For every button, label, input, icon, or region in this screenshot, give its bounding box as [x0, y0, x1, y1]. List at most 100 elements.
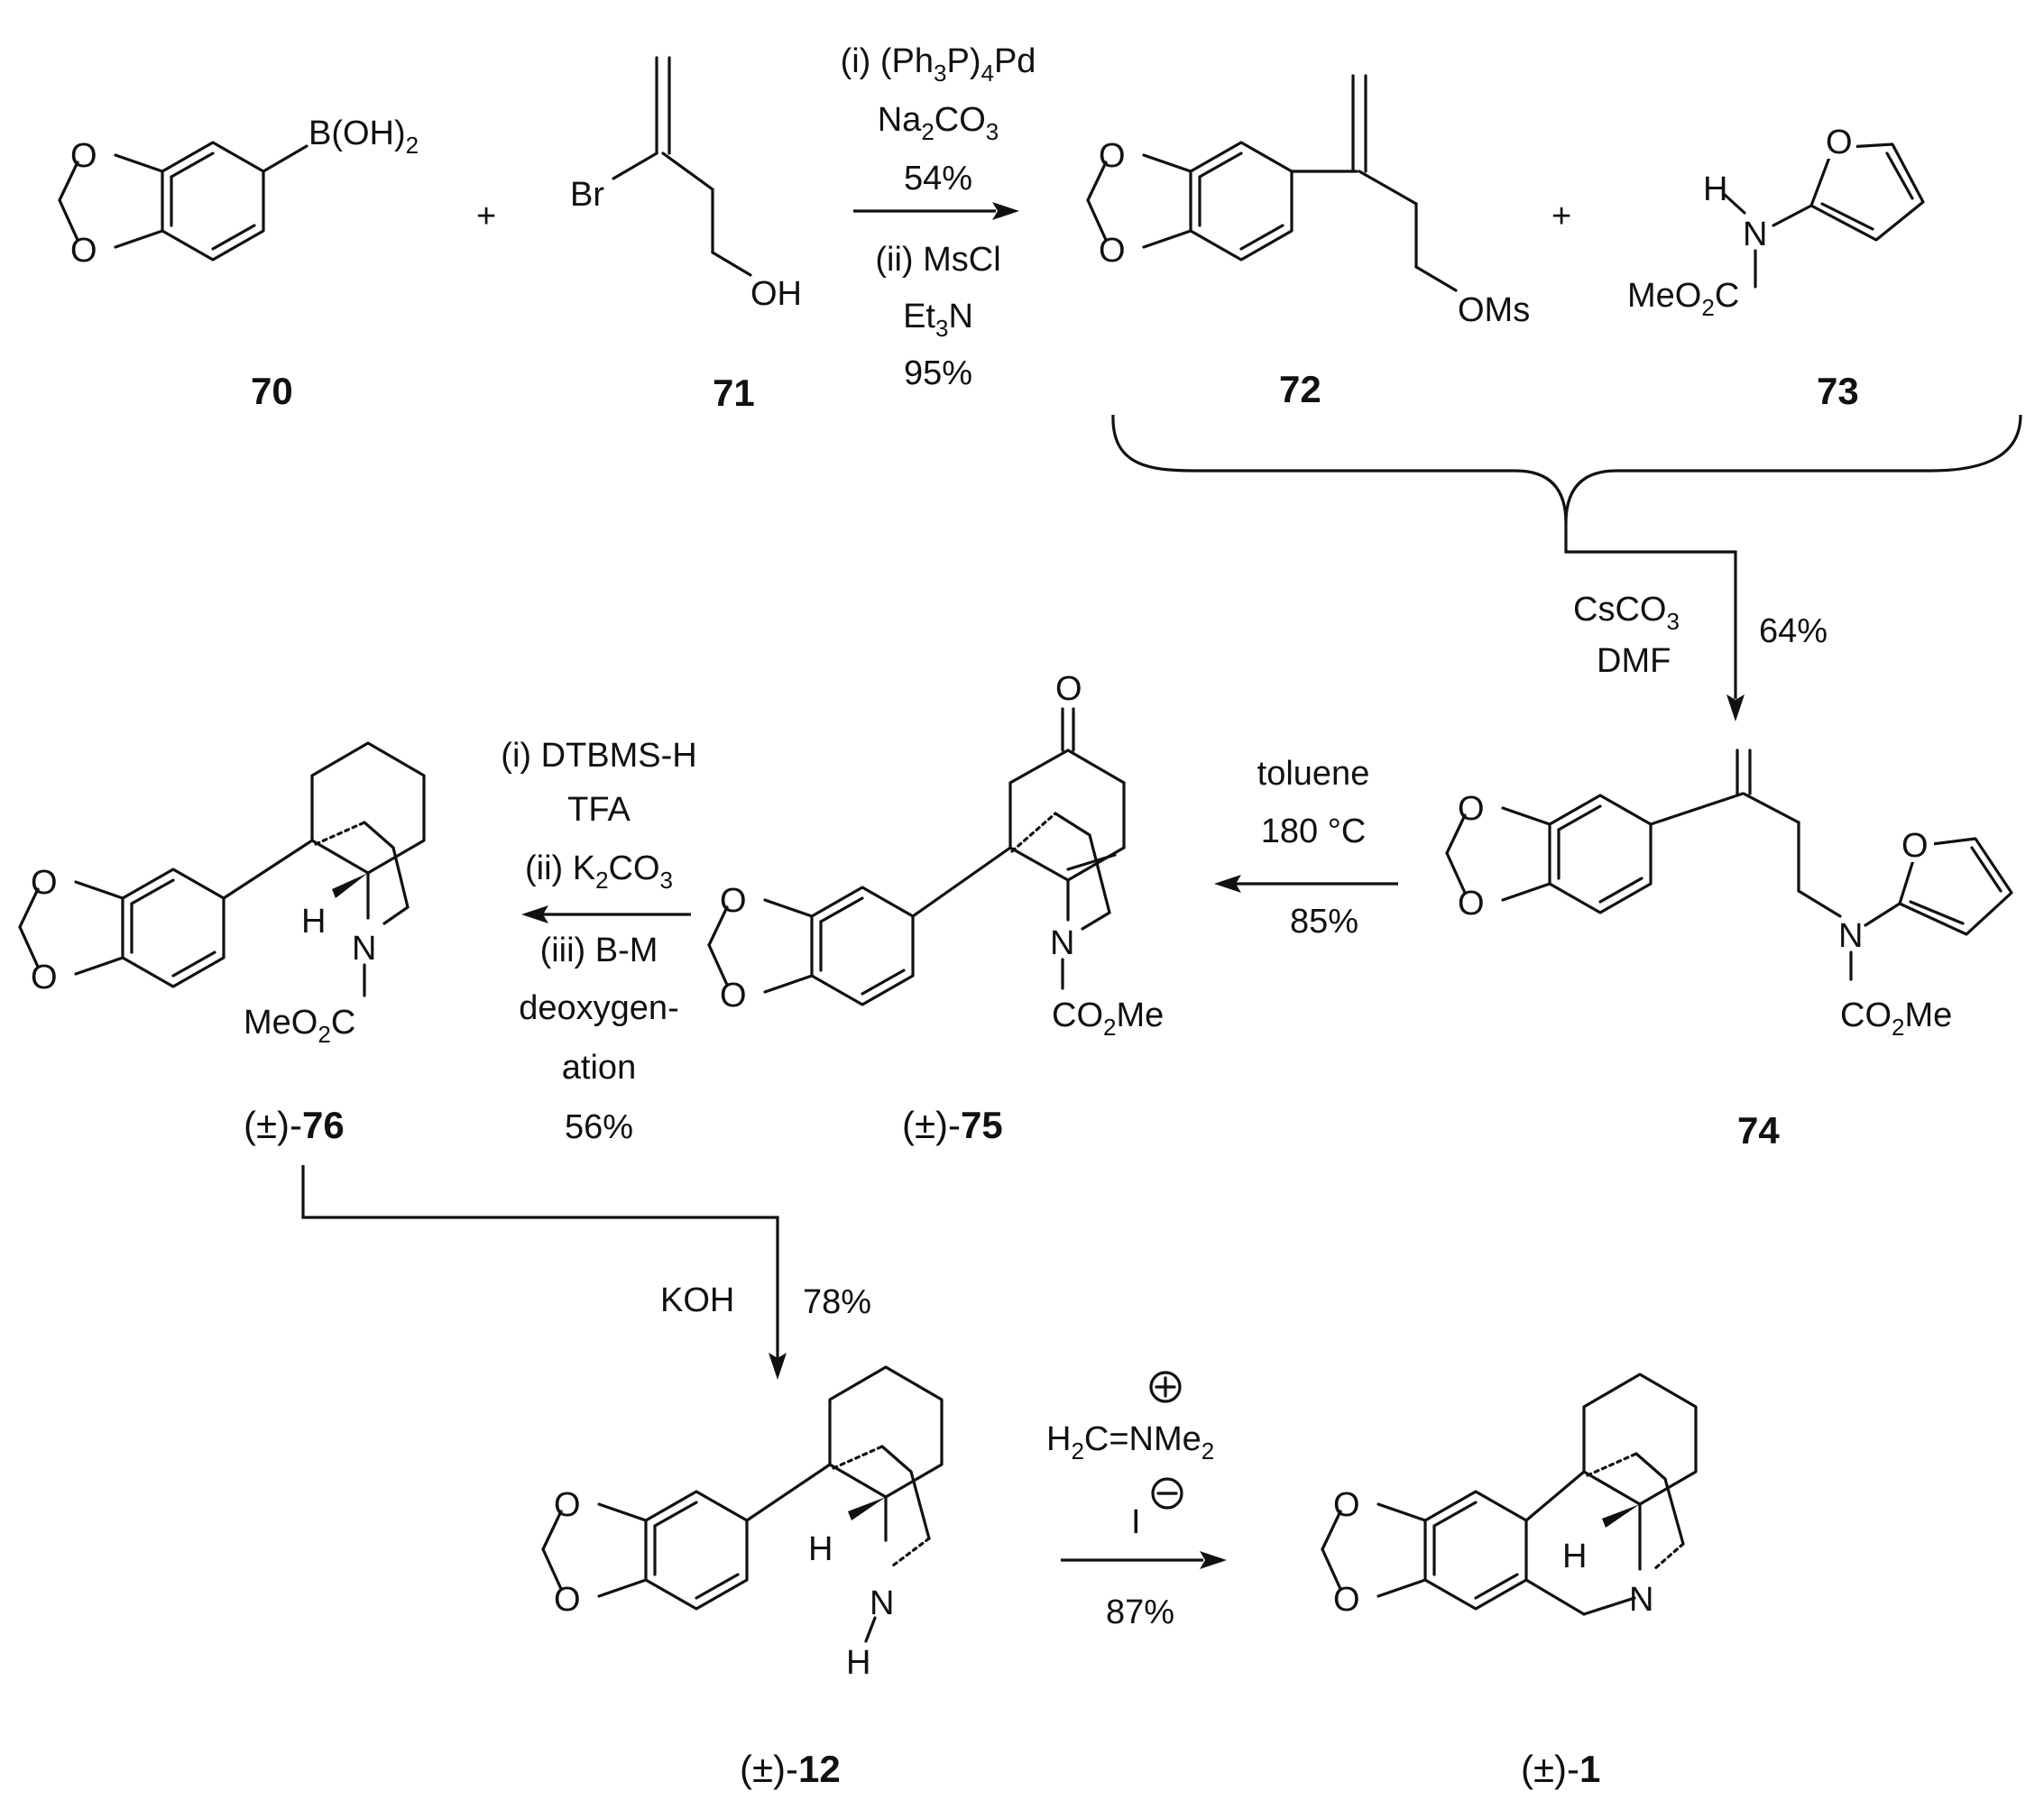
step-2-conditions: CsCO3 DMF 64% — [1573, 591, 1828, 680]
compound-12-structure: O O H N H — [541, 1365, 944, 1682]
compound-72-structure: O O OMs — [1086, 74, 1530, 329]
step-6-yield: 87% — [1106, 1593, 1174, 1631]
iodide-label: I — [1131, 1503, 1141, 1541]
arrowhead — [769, 1353, 787, 1380]
atom-o: O — [70, 232, 97, 270]
arrowhead — [1214, 875, 1241, 893]
svg-text:64%: 64% — [1759, 612, 1828, 650]
svg-text:(i) (Ph3P)4Pd: (i) (Ph3P)4Pd — [841, 42, 1036, 87]
racemic-prefix: (±)- — [902, 1104, 961, 1146]
svg-text:180 °C: 180 °C — [1261, 813, 1367, 850]
atom-o: O — [1055, 670, 1082, 708]
svg-text:MeO2C: MeO2C — [1627, 277, 1739, 321]
svg-text:CsCO3: CsCO3 — [1573, 591, 1680, 635]
plus-sign: + — [476, 197, 496, 235]
step-1-conditions: (i) (Ph3P)4Pd Na2CO3 54% (ii) MsCl Et3N … — [841, 42, 1036, 392]
racemic-prefix: (±)- — [740, 1748, 798, 1790]
svg-text:Na2CO3: Na2CO3 — [878, 101, 999, 145]
atom-o: O — [1901, 827, 1929, 865]
arrowhead — [992, 202, 1019, 220]
svg-text:54%: 54% — [904, 160, 972, 197]
atom-h: H — [1703, 170, 1727, 208]
atom-o: O — [554, 1486, 581, 1524]
atom-o: O — [1458, 885, 1485, 923]
atom-oh: OH — [750, 275, 802, 313]
svg-text:B(OH)2: B(OH)2 — [308, 115, 419, 159]
compound-label-75: 75 — [961, 1104, 1003, 1146]
svg-text:TFA: TFA — [567, 791, 631, 829]
compound-label-1: 1 — [1579, 1748, 1600, 1790]
compound-73-structure: H N MeO2C O — [1627, 123, 1925, 321]
svg-text:(±)-76: (±)-76 — [244, 1104, 345, 1146]
compound-76-structure: O O H N MeO2C — [18, 741, 426, 1048]
plus-sign: + — [1551, 197, 1571, 235]
atom-o: O — [1333, 1581, 1360, 1619]
atom-n: N — [352, 930, 376, 968]
atom-n: N — [1050, 924, 1074, 962]
atom-o: O — [1099, 137, 1126, 175]
atom-h: H — [1562, 1538, 1587, 1575]
compound-label-72: 72 — [1279, 368, 1321, 410]
arrowhead — [521, 905, 548, 923]
arrow-step-5 — [301, 1165, 779, 1358]
atom-o: O — [554, 1581, 581, 1619]
svg-text:(ii) K2CO3: (ii) K2CO3 — [525, 849, 673, 894]
compound-label-71: 71 — [713, 372, 755, 414]
atom-o: O — [1099, 232, 1126, 270]
compound-70-structure: O O B(OH)2 — [58, 115, 419, 270]
atom-br: Br — [570, 176, 604, 214]
compound-71-structure: Br OH — [570, 56, 802, 313]
arrow-step-2 — [1564, 523, 1737, 699]
compound-label-70: 70 — [251, 370, 293, 412]
svg-text:56%: 56% — [565, 1108, 633, 1146]
arrowhead — [1726, 694, 1745, 721]
svg-text:(iii) B-M: (iii) B-M — [540, 932, 658, 969]
step-6-conditions: H2C=NMe2 I 87% — [1046, 1371, 1214, 1631]
atom-n: N — [870, 1584, 894, 1622]
svg-text:MeO2C: MeO2C — [244, 1004, 355, 1048]
compound-label-12: 12 — [798, 1748, 841, 1790]
step-5-reagent: KOH — [660, 1281, 734, 1319]
brace — [1111, 414, 2022, 524]
compound-74-structure: N CO2Me O O O — [1445, 748, 2013, 1041]
atom-o: O — [31, 959, 58, 996]
svg-text:(±)-1: (±)-1 — [1521, 1748, 1600, 1790]
atom-o: O — [720, 977, 747, 1015]
compound-1-structure: O O H N — [1321, 1373, 1698, 1619]
step-5-yield: 78% — [803, 1283, 871, 1321]
wedge-bond — [332, 873, 368, 898]
atom-h: H — [846, 1644, 870, 1682]
svg-text:(±)-75: (±)-75 — [902, 1104, 1003, 1146]
atom-oms: OMs — [1458, 291, 1530, 329]
atom-h: H — [301, 903, 326, 941]
atom-h: H — [808, 1530, 833, 1568]
svg-text:(i) DTBMS-H: (i) DTBMS-H — [501, 737, 696, 775]
atom-o: O — [720, 882, 747, 920]
atom-o: O — [70, 137, 97, 175]
atom-o: O — [1333, 1486, 1360, 1524]
svg-text:85%: 85% — [1290, 903, 1358, 941]
svg-text:ation: ation — [562, 1049, 636, 1087]
arrowhead — [1200, 1551, 1227, 1569]
svg-text:DMF: DMF — [1597, 642, 1671, 680]
racemic-prefix: (±)- — [1521, 1748, 1579, 1790]
step-3-conditions: toluene 180 °C 85% — [1257, 755, 1370, 941]
svg-text:CO2Me: CO2Me — [1052, 996, 1164, 1041]
atom-n: N — [1743, 216, 1767, 253]
svg-text:toluene: toluene — [1257, 755, 1370, 793]
compound-label-76: 76 — [302, 1104, 345, 1146]
svg-text:(ii) MsCl: (ii) MsCl — [875, 241, 1000, 279]
svg-text:Et3N: Et3N — [903, 298, 973, 342]
racemic-prefix: (±)- — [244, 1104, 302, 1146]
atom-o: O — [31, 864, 58, 902]
compound-label-74: 74 — [1737, 1109, 1780, 1152]
svg-text:95%: 95% — [904, 354, 972, 392]
subscript: 2 — [406, 132, 419, 159]
boronic-acid-label: B(OH) — [308, 115, 406, 152]
atom-o: O — [1826, 124, 1853, 161]
svg-text:deoxygen-: deoxygen- — [519, 989, 678, 1027]
atom-n: N — [1838, 917, 1863, 955]
atom-n: N — [1629, 1581, 1653, 1619]
wedge-bond — [848, 1497, 886, 1520]
